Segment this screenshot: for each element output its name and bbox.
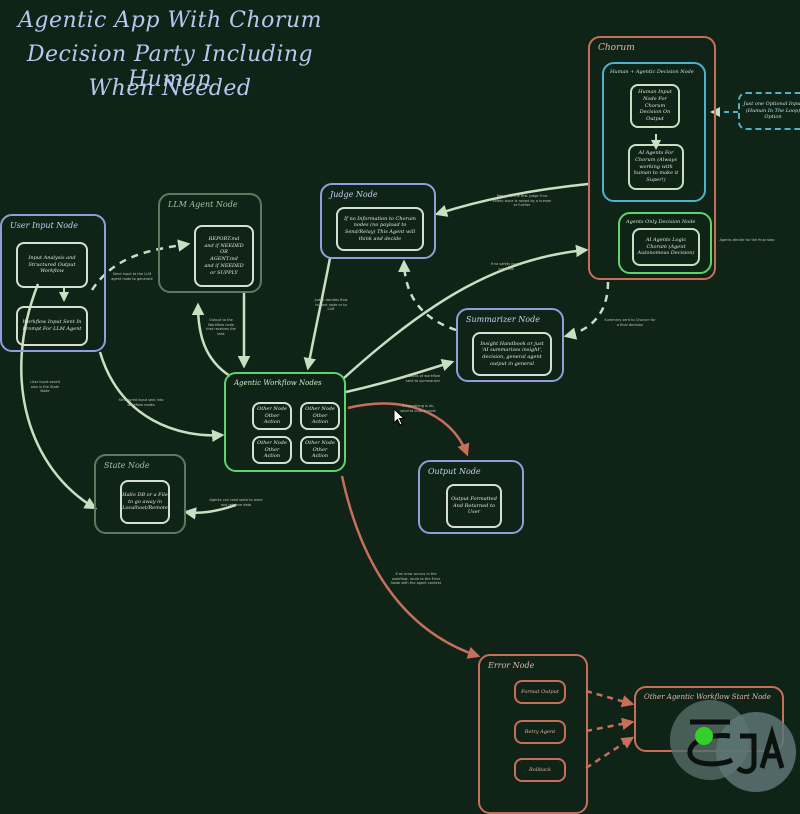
arrow-judge-to-workflow	[303, 257, 332, 371]
output-node-label: Output Node	[428, 467, 481, 476]
chorum-group[interactable]: Chorum Human + Agentic Decision Node Hum…	[588, 36, 716, 280]
user-input-node-label: User Input Node	[10, 221, 78, 230]
edge-label-llm-to-workflow: Output to the Workflow node that receive…	[206, 318, 236, 336]
arrow-retry-to-start	[585, 717, 635, 733]
edge-label-workflow-to-summarizer: Results of workflow sent to summarizer	[405, 374, 441, 383]
arrow-summarizer-to-judge	[398, 259, 457, 332]
judge-node-label: Judge Node	[330, 190, 378, 199]
edge-label-input-to-workflow: Structured input sent into workflow node…	[118, 398, 164, 407]
arrow-rollback-to-start	[585, 736, 635, 770]
edge-label-workflow-to-error: If an error occurs in the workflow, rout…	[390, 572, 442, 586]
edge-label-summarizer-to-chorum: Summary sent to Chorum for a final decis…	[604, 318, 656, 327]
error-item-format[interactable]: Format Output	[514, 680, 566, 704]
agents-logic-box[interactable]: AI Agents Logic Chorum (Agent Autonomous…	[632, 228, 700, 266]
state-node-label: State Node	[104, 461, 150, 470]
title-line-1: Agentic App With Chorum	[18, 8, 322, 33]
summarizer-node[interactable]: Summarizer Node Insight Handbook or just…	[456, 308, 564, 382]
workflow-cell-2[interactable]: Other Node Other Action	[300, 402, 340, 430]
edge-label-input-to-state: User input saved also in the State Node	[30, 380, 60, 394]
arrow-format-to-start	[585, 689, 635, 708]
edge-label-workflow-to-state: Agents can read state to store and retri…	[209, 498, 263, 507]
edge-label-workflow-to-output: If everything is ok, send to output node	[400, 404, 436, 413]
llm-agent-box[interactable]: REPORT.md and if NEEDED OR AGENT.md and …	[194, 225, 254, 287]
agents-only-decision-node[interactable]: Agents Only Decision Node AI Agents Logi…	[618, 212, 712, 274]
llm-agent-node-label: LLM Agent Node	[168, 200, 238, 209]
arrow-chorum-to-judge	[434, 182, 589, 217]
agentic-workflow-label: Agentic Workflow Nodes	[234, 379, 322, 387]
workflow-cell-1[interactable]: Other Node Other Action	[252, 402, 292, 430]
arrow-input-to-state	[20, 283, 98, 510]
human-optional-input[interactable]: Just one Optional Input (Human In The Lo…	[738, 92, 800, 130]
output-node[interactable]: Output Node Output Formatted And Returne…	[418, 460, 524, 534]
title-line-3: When Needed	[88, 76, 252, 101]
error-node[interactable]: Error Node Format Output Retry Agent Rol…	[478, 654, 588, 814]
mouse-pointer-icon	[393, 408, 405, 426]
arrow-workflow-to-llm	[191, 302, 231, 378]
agents-only-decision-label: Agents Only Decision Node	[626, 219, 696, 225]
title-line-2: Decision Party Including Human	[26, 42, 314, 92]
state-box[interactable]: Hallo DB or a File to go away in Localho…	[120, 480, 170, 524]
chorum-label: Chorum	[598, 43, 635, 53]
edge-label-chorum-to-judge: Return to the first judge if no safety i…	[492, 194, 552, 208]
arrow-chorum-to-summarizer	[563, 281, 610, 340]
workflow-cell-3[interactable]: Other Node Other Action	[252, 436, 292, 464]
llm-agent-node[interactable]: LLM Agent Node REPORT.md and if NEEDED O…	[158, 193, 262, 293]
edge-label-agents-note: Agents decide for the final step	[719, 238, 775, 242]
state-node[interactable]: State Node Hallo DB or a File to go away…	[94, 454, 186, 534]
error-node-label: Error Node	[488, 661, 535, 670]
judge-box[interactable]: If no Information to Chorum nodes (no pa…	[336, 207, 424, 251]
summarizer-box[interactable]: Insight Handbook or just 'AI summarizes …	[472, 332, 552, 376]
watermark-logo-icon	[670, 700, 796, 792]
human-input-box[interactable]: Human Input Node For Chorum Decision On …	[630, 84, 680, 128]
arrow-input-to-workflow	[98, 351, 225, 442]
error-item-retry[interactable]: Retry Agent	[514, 720, 566, 744]
arrow-workflow-to-chorum	[343, 244, 589, 379]
arrow-workflow-to-error	[340, 475, 481, 659]
edge-label-judge-to-workflow: Judge decides flow to next node or to LL…	[314, 298, 348, 312]
output-box[interactable]: Output Formatted And Returned to User	[446, 484, 502, 528]
summarizer-node-label: Summarizer Node	[466, 315, 540, 324]
agentic-workflow-node[interactable]: Agentic Workflow Nodes Other Node Other …	[224, 372, 346, 472]
input-analysis-step[interactable]: Input Analysis and Structured Output Wor…	[16, 242, 88, 288]
human-agentic-decision-label: Human + Agentic Decision Node	[610, 69, 694, 75]
workflow-cell-4[interactable]: Other Node Other Action	[300, 436, 340, 464]
ai-agents-box[interactable]: AI Agents For Chorum (Always working wit…	[628, 144, 684, 190]
arrow-workflow-to-summarizer	[345, 359, 455, 394]
human-agentic-decision-node[interactable]: Human + Agentic Decision Node Human Inpu…	[602, 62, 706, 202]
arrow-workflow-to-output	[347, 402, 470, 457]
workflow-input-step[interactable]: Workflow Input Sent In Prompt For LLM Ag…	[16, 306, 88, 346]
arrow-input-to-llm	[90, 239, 191, 291]
user-input-node[interactable]: User Input Node Input Analysis and Struc…	[0, 214, 106, 352]
arrow-workflow-to-state	[183, 503, 237, 520]
error-item-rollback[interactable]: Rollback	[514, 758, 566, 782]
judge-node[interactable]: Judge Node If no Information to Chorum n…	[320, 183, 436, 259]
edge-label-input-to-llm: Send input to the LLM agent node to gene…	[111, 272, 153, 281]
edge-label-chorum-note: If no safety issue, continue	[490, 262, 522, 271]
other-workflow-start-label: Other Agentic Workflow Start Node	[644, 693, 771, 701]
